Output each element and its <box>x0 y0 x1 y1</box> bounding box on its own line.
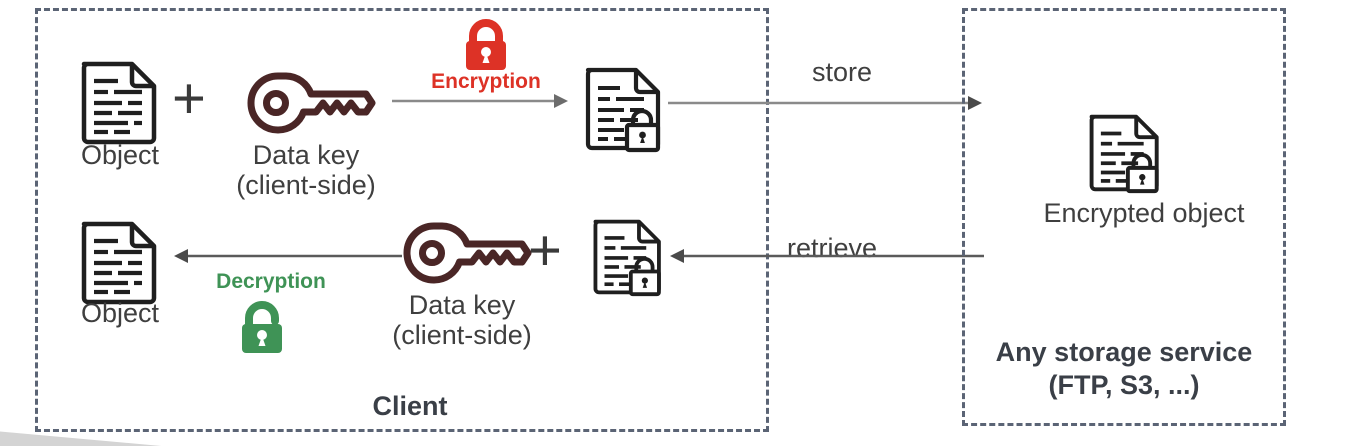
storage-boundary-box <box>962 8 1286 426</box>
data-key-icon-bottom <box>403 222 532 284</box>
encrypted-object-caption: Encrypted object <box>1043 198 1245 228</box>
encryption-arrow <box>392 90 572 112</box>
data-key-caption-bottom: Data key (client-side) <box>392 290 532 351</box>
retrieve-arrow <box>668 245 988 267</box>
client-boundary-box <box>35 8 769 432</box>
storage-service-title-line2: (FTP, S3, ...) <box>1048 370 1200 400</box>
store-arrow <box>668 92 988 114</box>
object-document-icon-top <box>78 58 160 145</box>
plus-symbol-bottom: + <box>528 218 562 283</box>
encrypted-object-icon-storage <box>1086 110 1166 196</box>
object-document-icon-bottom <box>78 218 160 305</box>
lock-open-icon <box>233 297 295 357</box>
lock-closed-icon <box>461 19 511 72</box>
storage-service-title-line1: Any storage service <box>995 337 1253 367</box>
encrypted-object-icon-top <box>582 64 668 154</box>
decryption-label: Decryption <box>216 270 326 293</box>
plus-symbol-top: + <box>172 66 206 131</box>
store-label: store <box>811 57 873 87</box>
encrypted-object-icon-bottom <box>590 216 668 298</box>
retrieve-label: retrieve <box>786 233 878 263</box>
data-key-caption-top: Data key (client-side) <box>236 140 376 201</box>
object-caption-bottom: Object <box>80 298 160 328</box>
encryption-label: Encryption <box>431 70 541 93</box>
client-panel-label: Client <box>372 391 448 421</box>
object-caption-top: Object <box>80 140 160 170</box>
decryption-arrow <box>172 245 402 267</box>
data-key-icon-top <box>247 72 376 134</box>
